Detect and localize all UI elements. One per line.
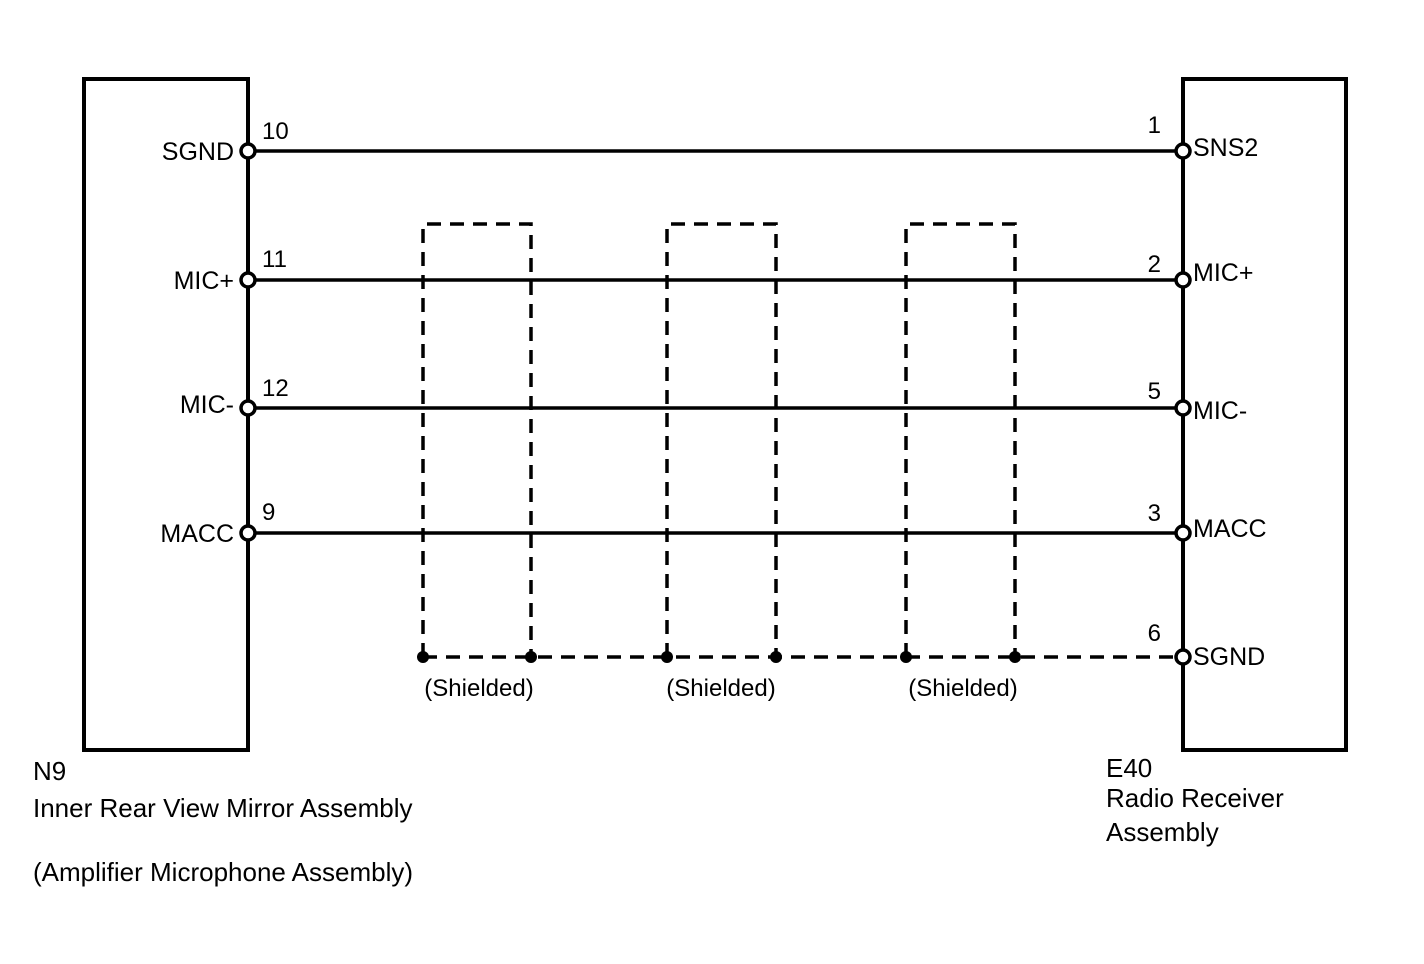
n9-pin-number: 9 [262,499,275,526]
e40-connector-code: E40 [1106,753,1153,783]
n9-pin-number: 11 [262,246,287,273]
e40-pin-number: 3 [1148,500,1161,527]
junction-dot [770,651,782,663]
n9-terminal-9 [239,524,257,542]
e40-pin-name: MACC [1193,515,1267,543]
e40-terminal-2 [1174,271,1192,289]
n9-pin-number: 10 [262,118,289,145]
e40-pin-number: 6 [1148,620,1161,647]
shield-1-outline [421,222,533,657]
junction-dot [525,651,537,663]
e40-pin-name: MIC+ [1193,259,1253,287]
e40-terminal-1 [1174,142,1192,160]
shield-2-outline [665,222,778,657]
n9-connector-name: Inner Rear View Mirror Assembly [33,793,413,823]
e40-terminal-5 [1174,399,1192,417]
n9-terminal-11 [239,271,257,289]
shield-3-outline [904,222,1017,657]
n9-pin-name: MIC- [180,391,234,419]
junction-dot [900,651,912,663]
n9-terminal-12 [239,399,257,417]
junction-dot [417,651,429,663]
junction-dot [661,651,673,663]
n9-pin-name: MACC [160,520,234,548]
e40-connector-name-line2: Assembly [1106,817,1219,847]
e40-connector-name-line1: Radio Receiver [1106,783,1284,813]
shield-label: (Shielded) [424,675,533,702]
e40-pin-number: 5 [1148,378,1161,405]
n9-connector-box [82,77,250,752]
e40-pin-name: SGND [1193,643,1265,671]
e40-pin-name: MIC- [1193,397,1247,425]
shield-label: (Shielded) [908,675,1017,702]
n9-connector-code: N9 [33,756,67,786]
n9-connector-subname: (Amplifier Microphone Assembly) [33,857,414,887]
shield-label: (Shielded) [666,675,775,702]
n9-terminal-10 [239,142,257,160]
e40-terminal-6 [1174,648,1192,666]
n9-pin-name: SGND [162,138,234,166]
e40-terminal-3 [1174,524,1192,542]
e40-pin-name: SNS2 [1193,134,1258,162]
n9-pin-name: MIC+ [174,267,234,295]
e40-connector-box [1181,77,1348,752]
e40-pin-number: 2 [1148,251,1161,278]
n9-pin-number: 12 [262,375,289,402]
e40-pin-number: 1 [1148,112,1161,139]
junction-dot [1009,651,1021,663]
